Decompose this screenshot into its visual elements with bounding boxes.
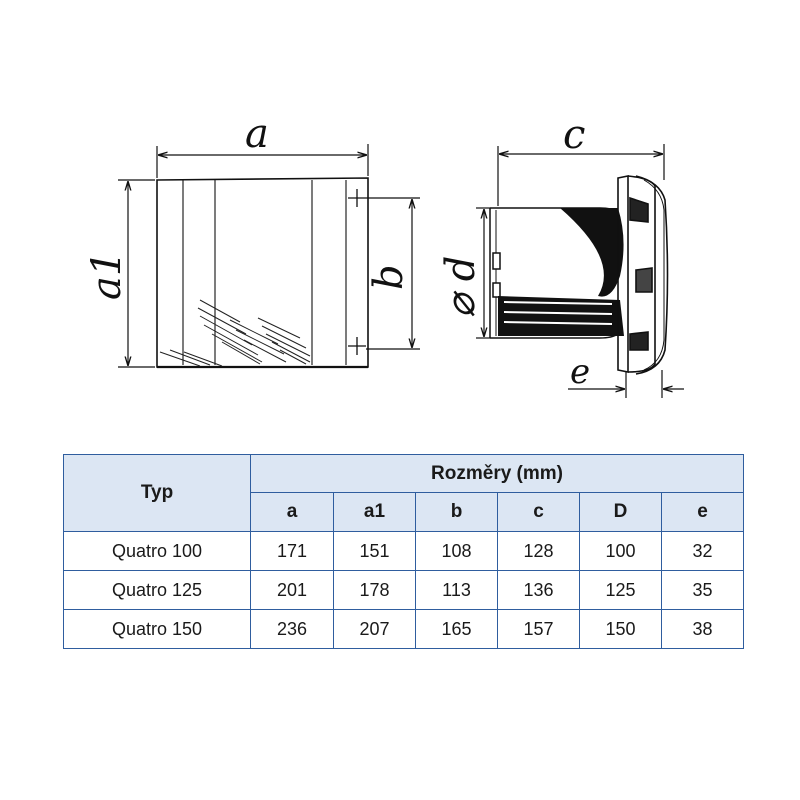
table-row: Quatro 150 236 207 165 157 150 38	[63, 609, 745, 649]
cell-a1: 178	[333, 570, 416, 610]
dimension-a-label: a	[245, 111, 269, 157]
dimension-a1-label: a1	[84, 251, 130, 300]
dimension-a1	[118, 179, 155, 368]
cell-c: 128	[497, 531, 580, 571]
cell-b: 113	[415, 570, 498, 610]
cell-a1: 207	[333, 609, 416, 649]
cell-a: 201	[250, 570, 334, 610]
front-panel-hatching	[159, 299, 311, 367]
front-view: a a1 b	[84, 111, 420, 369]
row-type: Quatro 150	[63, 609, 251, 649]
dimension-c	[497, 144, 665, 206]
cell-e: 38	[660, 609, 745, 649]
side-view: c ⌀ d e	[438, 112, 684, 398]
side-motor-shading	[498, 208, 624, 336]
type-header: Typ	[63, 454, 251, 532]
cell-a: 236	[250, 609, 334, 649]
cell-d: 150	[579, 609, 662, 649]
row-type: Quatro 100	[63, 531, 251, 571]
dimension-c-label: c	[563, 112, 585, 158]
column-header-a1: a1	[333, 492, 416, 532]
dimension-a	[156, 144, 369, 178]
dimension-d-label: ⌀ d	[438, 256, 484, 318]
cell-c: 136	[497, 570, 580, 610]
row-type: Quatro 125	[63, 570, 251, 610]
dimension-e-label: e	[570, 352, 590, 392]
cell-a: 171	[250, 531, 334, 571]
front-panel-outline	[156, 177, 369, 369]
cell-e: 35	[660, 570, 745, 610]
cell-a1: 151	[333, 531, 416, 571]
dimension-b	[366, 197, 420, 350]
column-header-b: b	[415, 492, 498, 532]
cell-b: 108	[415, 531, 498, 571]
dimension-d	[476, 207, 490, 339]
dimensions-header: Rozměry (mm)	[249, 454, 745, 493]
cell-e: 32	[660, 531, 745, 571]
cell-b: 165	[415, 609, 498, 649]
cell-d: 100	[579, 531, 662, 571]
table-row: Quatro 100 171 151 108 128 100 32	[63, 531, 745, 571]
technical-drawing: a a1 b	[84, 111, 684, 398]
side-grille	[617, 175, 669, 375]
table-row: Quatro 125 201 178 113 136 125 35	[63, 570, 745, 610]
column-header-d: D	[579, 492, 662, 532]
dimensions-table: Typ Rozměry (mm) a a1 b c D e Quatro 100…	[63, 454, 745, 649]
mount-hole-marks	[348, 189, 366, 355]
cell-c: 157	[497, 609, 580, 649]
column-header-c: c	[497, 492, 580, 532]
column-header-a: a	[250, 492, 334, 532]
cell-d: 125	[579, 570, 662, 610]
column-header-e: e	[660, 492, 745, 532]
dimension-e	[568, 370, 684, 398]
dimension-b-label: b	[366, 264, 412, 290]
